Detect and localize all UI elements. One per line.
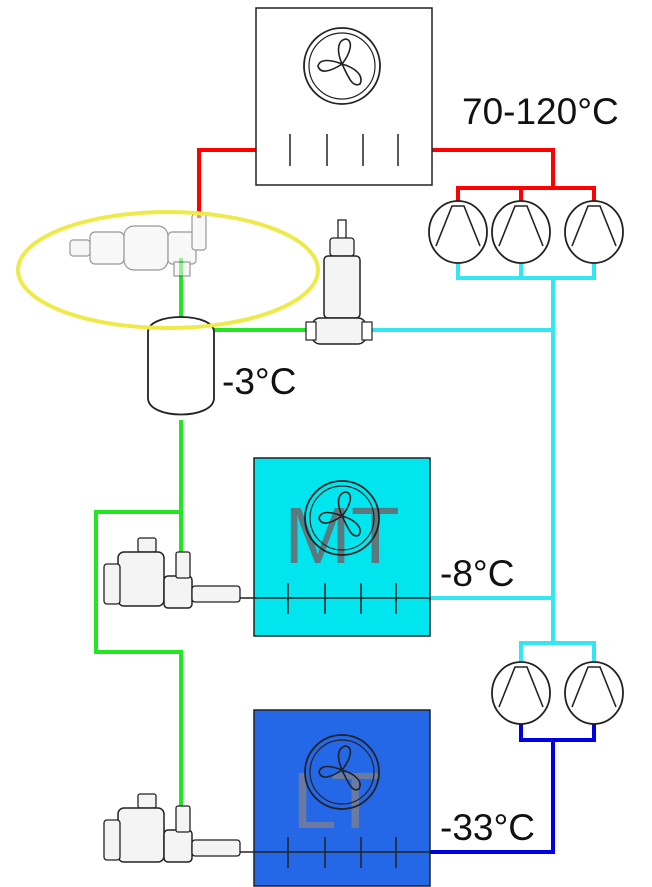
suction-lines <box>362 258 596 668</box>
lt-evaporator-unit: LT <box>240 709 431 887</box>
lt-temp-label: -33°C <box>440 807 535 848</box>
fan-icon <box>303 27 381 105</box>
discharge-temp-label: 70-120°C <box>462 91 619 132</box>
highlight-ellipse <box>16 210 320 330</box>
bypass-valve-icon <box>305 219 373 345</box>
compressor-icon <box>491 661 551 725</box>
compressor-icon <box>491 200 551 264</box>
gas-cooler-unit <box>255 7 433 186</box>
mt-box-label: MT <box>284 491 400 580</box>
mt-evaporator-unit: MT <box>240 457 431 637</box>
compressor-icon <box>564 661 624 725</box>
solenoid-valve-icon <box>103 537 241 609</box>
fan-icon <box>304 480 380 556</box>
liquid-lines <box>94 258 318 810</box>
solenoid-valve-icon <box>103 793 241 863</box>
mt-temp-label: -8°C <box>440 553 514 594</box>
compressor-icon <box>428 200 488 264</box>
coil-ticks <box>289 134 399 166</box>
receiver-temp-label: -3°C <box>222 361 296 402</box>
lt-lines <box>428 718 596 854</box>
compressor-icon <box>564 200 624 264</box>
receiver-tank-icon <box>147 316 215 416</box>
high-pressure-valve-icon <box>69 213 207 277</box>
fan-icon <box>304 734 380 810</box>
